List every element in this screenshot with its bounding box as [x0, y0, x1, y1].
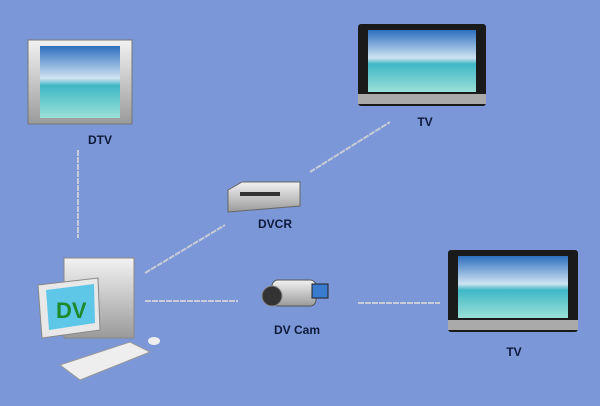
- dtv-icon[interactable]: [27, 39, 133, 125]
- dtv-label: DTV: [88, 133, 112, 147]
- cable-pc-dvcr: [144, 224, 226, 274]
- pc-icon[interactable]: DV: [37, 257, 160, 381]
- dv-cam-label: DV Cam: [273, 323, 321, 337]
- tv-right-icon[interactable]: [448, 250, 578, 332]
- dvcr-label: DVCR: [257, 217, 293, 231]
- svg-text:DV: DV: [56, 298, 87, 323]
- dvcr-icon[interactable]: [227, 181, 301, 213]
- tv-top-label: TV: [417, 115, 433, 129]
- cable-dvcr-tv: [309, 121, 391, 173]
- tv-right-label: TV: [506, 345, 522, 359]
- dv-cam-icon[interactable]: [261, 279, 329, 307]
- tv-top-icon[interactable]: [358, 24, 486, 106]
